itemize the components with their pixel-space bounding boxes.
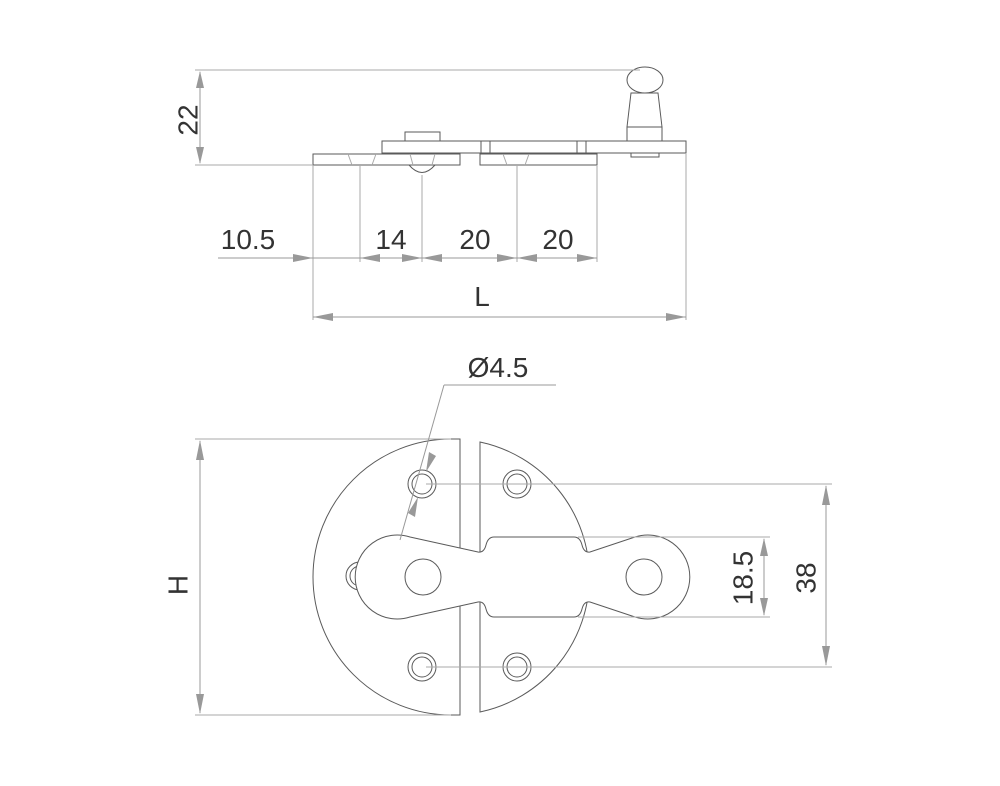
- knob-stem: [626, 92, 663, 128]
- dim-14: 14: [375, 224, 406, 255]
- dim-20-b: 20: [542, 224, 573, 255]
- knob-tab: [630, 152, 660, 158]
- dim-10-5: 10.5: [221, 224, 276, 255]
- rivet-head: [404, 131, 441, 142]
- dim-slot-18-5: 18.5: [727, 551, 758, 606]
- rivet-dome: [408, 164, 436, 173]
- side-view-part: [312, 66, 687, 173]
- knob-head: [626, 66, 664, 94]
- plan-view-part: [312, 438, 691, 716]
- dim-height-22: 22: [172, 104, 203, 135]
- dim-hole-diameter: Ø4.5: [468, 352, 529, 383]
- countersinks: [347, 153, 530, 166]
- lever-end-hole: [625, 558, 663, 596]
- lower-plate-right: [479, 153, 598, 166]
- upper-lever-plate: [381, 140, 687, 154]
- side-view-dimensions: 22 10.5 14 20 20 L: [172, 69, 687, 321]
- lever-pivot-hole: [404, 558, 442, 596]
- dim-hole-spacing-38: 38: [790, 562, 821, 593]
- plan-view-dimensions: H 38 18.5 Ø4.5: [162, 352, 832, 716]
- dim-length-L: L: [474, 281, 490, 312]
- dim-20-a: 20: [459, 224, 490, 255]
- lower-plate-left: [312, 153, 461, 166]
- dim-height-H: H: [162, 575, 193, 595]
- left-half-plate: [312, 438, 461, 716]
- knob-base: [626, 126, 663, 142]
